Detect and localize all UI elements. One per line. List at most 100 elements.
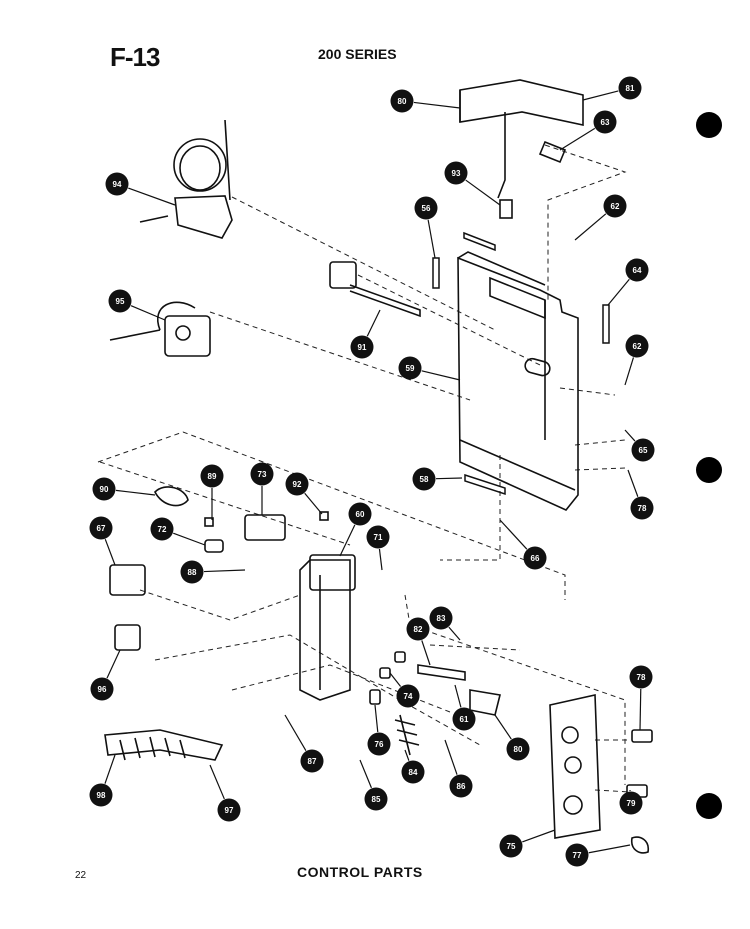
callout-bubble xyxy=(414,196,438,220)
series-title: 200 SERIES xyxy=(318,46,397,62)
callout-label: 79 xyxy=(627,799,636,808)
callout-62: 62 xyxy=(624,334,649,386)
callout-88: 88 xyxy=(180,560,246,584)
callout-96: 96 xyxy=(90,649,121,701)
callout-leader xyxy=(522,829,556,843)
assembly-leader-lines xyxy=(97,144,631,793)
callout-77: 77 xyxy=(565,843,631,867)
callout-leader xyxy=(115,489,156,496)
callout-bubble xyxy=(625,334,649,358)
callout-leader xyxy=(494,714,512,740)
callout-82: 82 xyxy=(406,617,431,666)
thermostat-control xyxy=(139,119,233,239)
callout-65: 65 xyxy=(624,429,655,462)
callout-label: 85 xyxy=(372,795,381,804)
binder-holes xyxy=(696,112,722,819)
callout-87: 87 xyxy=(284,714,324,773)
callout-85: 85 xyxy=(359,759,388,811)
callout-label: 59 xyxy=(406,364,415,373)
callout-98: 98 xyxy=(89,754,116,807)
callout-label: 84 xyxy=(409,768,418,777)
callout-bubble xyxy=(506,737,530,761)
callout-90: 90 xyxy=(92,477,156,501)
callout-95: 95 xyxy=(108,289,166,321)
callout-bubble xyxy=(89,783,113,807)
callout-label: 78 xyxy=(637,673,646,682)
callout-76: 76 xyxy=(367,704,391,756)
callout-71: 71 xyxy=(366,525,390,571)
callout-bubble xyxy=(452,707,476,731)
callout-label: 81 xyxy=(626,84,635,93)
top-bracket xyxy=(459,79,584,219)
callout-bubble xyxy=(300,749,324,773)
callout-label: 78 xyxy=(638,504,647,513)
callout-label: 95 xyxy=(116,297,125,306)
callout-72: 72 xyxy=(150,517,206,546)
callout-56: 56 xyxy=(414,196,438,259)
callout-bubble xyxy=(150,517,174,541)
callout-label: 93 xyxy=(452,169,461,178)
callout-bubble xyxy=(250,462,274,486)
callout-86: 86 xyxy=(444,739,473,798)
page-number: 22 xyxy=(75,870,87,881)
callout-94: 94 xyxy=(105,172,176,206)
heater-rod xyxy=(329,261,421,318)
side-strips xyxy=(432,231,610,496)
callout-bubble xyxy=(200,464,224,488)
chassis-plate xyxy=(457,251,579,511)
callout-91: 91 xyxy=(350,309,381,359)
callout-leader xyxy=(304,492,323,515)
callout-bubble xyxy=(398,356,422,380)
callout-label: 80 xyxy=(514,745,523,754)
callout-label: 82 xyxy=(414,625,423,634)
callout-bubble xyxy=(350,335,374,359)
callout-bubble xyxy=(285,472,309,496)
callout-bubble xyxy=(92,477,116,501)
figure-id: F-13 xyxy=(110,42,160,72)
callout-label: 67 xyxy=(97,524,106,533)
callout-label: 62 xyxy=(611,202,620,211)
callout-label: 56 xyxy=(422,204,431,213)
callout-label: 97 xyxy=(225,806,234,815)
callout-leader xyxy=(559,127,596,151)
relay-component xyxy=(109,301,211,357)
callout-bubble xyxy=(618,76,642,100)
callout-bubble xyxy=(603,194,627,218)
callout-label: 94 xyxy=(113,180,122,189)
callout-label: 63 xyxy=(601,118,610,127)
callout-label: 61 xyxy=(460,715,469,724)
callout-leader xyxy=(624,357,635,386)
callout-leader xyxy=(404,749,410,761)
callout-label: 74 xyxy=(404,692,413,701)
callout-leader xyxy=(499,519,528,550)
callout-label: 89 xyxy=(208,472,217,481)
callout-leader xyxy=(624,429,636,442)
callout-bubble xyxy=(444,161,468,185)
callout-label: 75 xyxy=(507,842,516,851)
callout-62: 62 xyxy=(574,194,627,241)
callout-bubble xyxy=(348,502,372,526)
callout-60: 60 xyxy=(339,502,372,557)
callout-leader xyxy=(128,187,176,206)
callout-bubble xyxy=(625,258,649,282)
callout-bubble xyxy=(449,774,473,798)
control-components xyxy=(104,486,653,854)
callout-bubble xyxy=(366,525,390,549)
callout-leader xyxy=(607,278,630,306)
callout-bubble xyxy=(429,606,453,630)
callout-leader xyxy=(413,101,461,109)
callout-leader xyxy=(104,539,116,566)
callout-74: 74 xyxy=(389,672,420,708)
callout-bubble xyxy=(412,467,436,491)
callout-label: 86 xyxy=(457,782,466,791)
callout-leader xyxy=(359,759,373,789)
callout-bubble xyxy=(523,546,547,570)
callout-label: 96 xyxy=(98,685,107,694)
callout-58: 58 xyxy=(412,467,463,491)
callout-89: 89 xyxy=(200,464,224,520)
callout-92: 92 xyxy=(285,472,323,515)
callout-label: 62 xyxy=(633,342,642,351)
callout-63: 63 xyxy=(559,110,617,151)
callout-label: 98 xyxy=(97,791,106,800)
callout-bubble xyxy=(364,787,388,811)
